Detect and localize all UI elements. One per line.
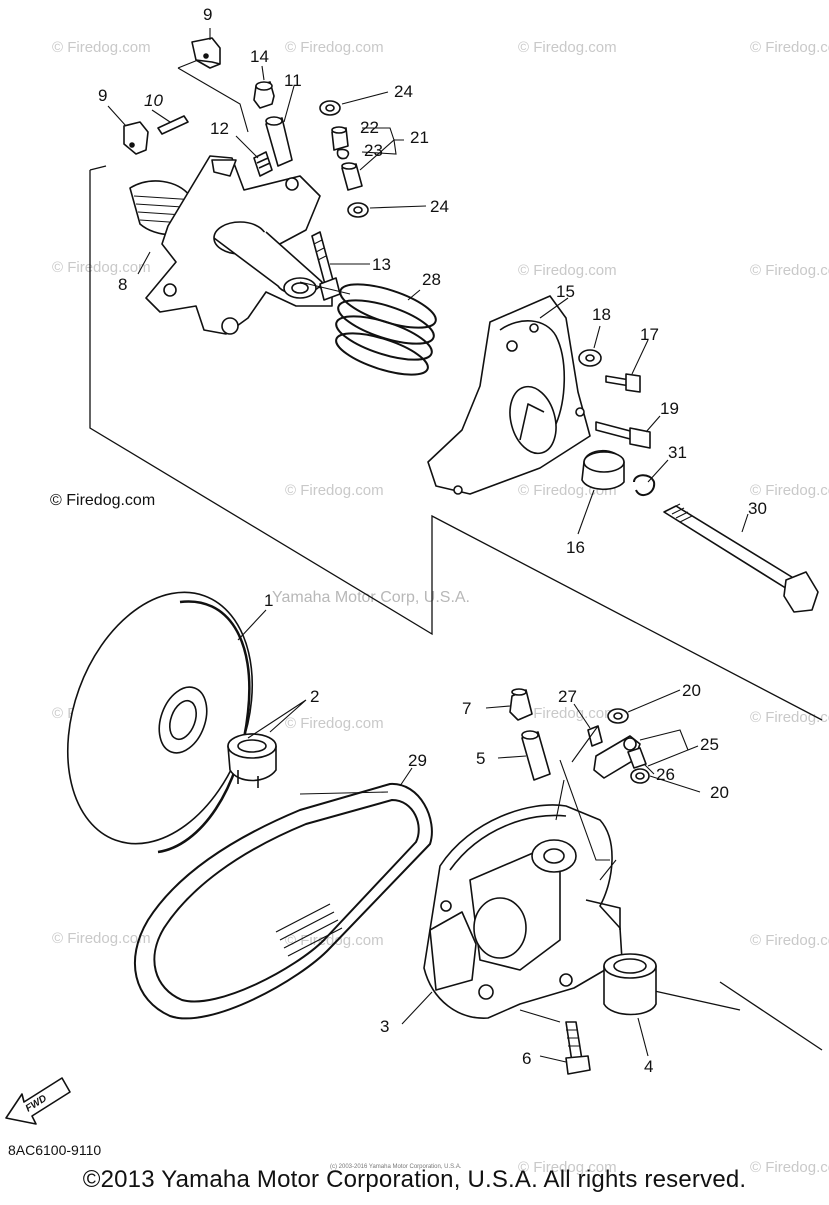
watermark: © Firedog.com: [52, 39, 151, 56]
diagram-code: 8AC6100-9110: [8, 1142, 102, 1158]
watermark: © Firedog.com: [518, 39, 617, 56]
sleeve-part: [521, 730, 551, 781]
watermark: © Firedog.com: [285, 39, 384, 56]
watermark: © Firedog.com: [285, 932, 384, 949]
washer-part: [319, 100, 369, 218]
fwd-arrow-icon: FWD: [5, 1077, 71, 1125]
callout-26: 26: [656, 765, 675, 784]
assembly-outline: [89, 165, 823, 1051]
circlip-part: [633, 474, 656, 497]
callout-4: 4: [644, 1057, 653, 1076]
bolt-part: [595, 421, 651, 449]
callout-30: 30: [748, 499, 767, 518]
watermark: © Firedog.com: [750, 39, 829, 56]
watermark: © Firedog.com: [52, 930, 151, 947]
roller-part: [331, 126, 363, 191]
watermark: © Firedog.com: [518, 1159, 617, 1176]
watermark: © Firedog.com: [518, 705, 617, 722]
callout-12: 12: [210, 119, 229, 138]
sheave-disc: [66, 591, 254, 854]
callout-23: 23: [364, 141, 383, 160]
copyright-notice: ©2013 Yamaha Motor Corporation, U.S.A. A…: [82, 1166, 747, 1193]
watermark: © Firedog.com: [518, 262, 617, 279]
leader-lines: [107, 28, 749, 1063]
fixed-sheave-hub: [129, 155, 333, 335]
callout-15: 15: [556, 282, 575, 301]
callout-labels: 9 9 10 14 11 12 24 22 21 23 24 13 8 28 1…: [98, 5, 767, 1076]
callout-17: 17: [640, 325, 659, 344]
lever-weight-part: [593, 735, 647, 779]
tiny-copyright: (c) 2003-2016 Yamaha Motor Corporation, …: [330, 1164, 462, 1170]
pin-part: [587, 725, 603, 747]
long-bolt-part: [663, 503, 819, 613]
callout-27: 27: [558, 687, 577, 706]
callout-6: 6: [522, 1049, 531, 1068]
callout-24: 24: [430, 197, 449, 216]
callout-18: 18: [592, 305, 611, 324]
washer-part: [578, 349, 602, 367]
callout-14: 14: [250, 47, 269, 66]
callout-21: 21: [410, 128, 429, 147]
bushing-part: [603, 953, 657, 1016]
callout-20: 20: [682, 681, 701, 700]
callout-9: 9: [203, 5, 212, 24]
callout-31: 31: [668, 443, 687, 462]
callout-1: 1: [264, 591, 273, 610]
credit-text: © Firedog.com: [50, 492, 156, 509]
spider-housing: [423, 804, 623, 1019]
spring-pin-part: [253, 151, 273, 177]
drive-belt: [134, 782, 433, 1020]
bolt-part: [565, 1021, 591, 1075]
watermark: © Firedog.com: [750, 482, 829, 499]
watermark: © Firedog.com: [285, 482, 384, 499]
callout-11: 11: [284, 71, 302, 90]
callout-28: 28: [422, 270, 441, 289]
washer-part: [607, 708, 650, 784]
cap-part: [253, 81, 275, 109]
watermark: © Firedog.com: [52, 259, 151, 276]
upper-assembly: [123, 37, 819, 613]
watermark: © Firedog.com: [750, 262, 829, 279]
callout-2: 2: [310, 687, 319, 706]
watermark: © Firedog.com: [285, 715, 384, 732]
callout-10: 10: [144, 91, 163, 110]
callout-7: 7: [462, 699, 471, 718]
clip-part: [123, 121, 149, 155]
sleeve-part: [265, 116, 293, 167]
bushing-part: [227, 733, 277, 788]
callout-16: 16: [566, 538, 585, 557]
callout-8: 8: [118, 275, 127, 294]
callout-5: 5: [476, 749, 485, 768]
watermark: © Firedog.com: [750, 932, 829, 949]
pin-part: [157, 115, 189, 135]
callout-22: 22: [360, 118, 379, 137]
cap-part: [509, 688, 533, 721]
spring-part: [335, 283, 437, 376]
bolt-part: [605, 373, 641, 393]
callout-20: 20: [710, 783, 729, 802]
callout-3: 3: [380, 1017, 389, 1036]
callout-24: 24: [394, 82, 413, 101]
watermark: © Firedog.com: [750, 1159, 829, 1176]
clip-part: [191, 37, 221, 69]
lower-assembly: FWD: [5, 591, 657, 1125]
callout-13: 13: [372, 255, 391, 274]
callout-9: 9: [98, 86, 107, 105]
callout-25: 25: [700, 735, 719, 754]
callout-19: 19: [660, 399, 679, 418]
cam-cover-part: [427, 295, 591, 495]
bushing-part: [581, 449, 625, 491]
callout-29: 29: [408, 751, 427, 770]
